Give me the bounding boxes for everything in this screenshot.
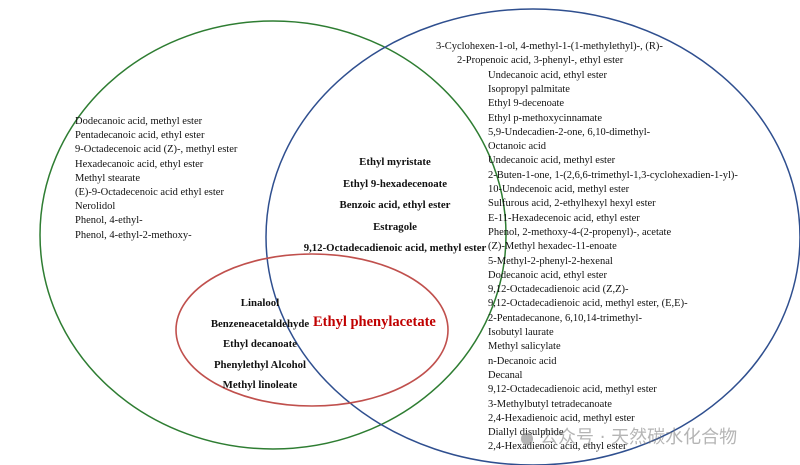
compound-label: Dodecanoic acid, ethyl ester [488,269,607,281]
compound-label: (E)-9-Octadecenoic acid ethyl ester [75,187,224,198]
compound-label: 3-Methylbutyl tetradecanoate [488,398,612,410]
compound-label: 9,12-Octadecadienoic acid, methyl ester [303,242,487,254]
compound-label: Benzeneacetaldehyde [210,317,310,330]
left-circle [39,20,507,450]
compound-label: Linalool [240,297,280,309]
compound-label: Benzoic acid, ethyl ester [339,199,451,211]
compound-label: Ethyl 9-decenoate [488,98,565,110]
compound-label: Methyl stearate [75,172,141,184]
compound-label: Nerolidol [75,201,116,213]
compound-label: Ethyl p-methoxycinnamate [488,112,603,124]
center-all-label: Ethyl phenylacetate [313,314,436,330]
compound-label: Decanal [488,369,523,381]
compound-label: Ethyl decanoate [222,338,298,350]
compound-label: E-11-Hexadecenoic acid, ethyl ester [488,212,640,224]
bottom-ellipse [175,253,449,407]
compound-label: Dodecanoic acid, methyl ester [75,116,203,127]
watermark: ● 公众号 · 天然碳水化合物 [520,423,737,449]
compound-label: Estragole [373,220,417,233]
compound-label: Undecanoic acid, methyl ester [488,155,616,167]
compound-label: Phenol, 4-ethyl-2-methoxy- [75,229,192,241]
compound-label: Octanoic acid [488,141,547,153]
compound-label: Isobutyl laurate [488,327,554,338]
compound-label: 2-Propenoic acid, 3-phenyl-, ethyl ester [457,55,624,67]
compound-label: Methyl linoleate [222,379,298,391]
compound-label: 2,4-Hexadienoic acid, ethyl ester [488,441,627,453]
compound-label: (Z)-Methyl hexadec-11-enoate [488,241,617,253]
compound-label: 9,12-Octadecadienoic acid, methyl ester,… [488,298,688,310]
compound-label: 2,4-Hexadienoic acid, methyl ester [488,412,635,424]
right-circle [265,8,800,465]
compound-label: 2-Pentadecanone, 6,10,14-trimethyl- [488,312,642,324]
compound-label: Sulfurous acid, 2-ethylhexyl hexyl ester [488,198,656,210]
compound-label: Phenol, 4-ethyl- [75,215,143,227]
compound-label: Undecanoic acid, ethyl ester [488,69,607,81]
compound-label: n-Decanoic acid [488,355,557,367]
compound-label: 5-Methyl-2-phenyl-2-hexenal [488,255,613,267]
compound-label: 2-Buten-1-one, 1-(2,6,6-trimethyl-1,3-cy… [488,169,738,181]
compound-label: 5,9-Undecadien-2-one, 6,10-dimethyl- [488,126,651,138]
compound-label: Methyl salicylate [488,341,561,353]
compound-label: Hexadecanoic acid, ethyl ester [75,158,204,170]
compound-label: Ethyl 9-hexadecenoate [342,177,448,190]
compound-label: 10-Undecenoic acid, methyl ester [488,184,630,195]
wechat-icon: ● [520,428,534,447]
compound-label: Pentadecanoic acid, ethyl ester [75,130,205,142]
compound-label: 9,12-Octadecadienoic acid (Z,Z)- [488,284,629,296]
compound-label: Phenylethyl Alcohol [213,358,307,371]
compound-label: 3-Cyclohexen-1-ol, 4-methyl-1-(1-methyle… [436,41,663,52]
watermark-text: 公众号 · 天然碳水化合物 [539,427,738,448]
compound-label: Diallyl disulphide [488,427,564,439]
compound-label: 9,12-Octadecadienoic acid, methyl ester [488,384,657,396]
compound-label: Ethyl myristate [359,156,431,168]
compound-label: Isopropyl palmitate [488,83,570,95]
compound-label: 9-Octadecenoic acid (Z)-, methyl ester [75,144,238,156]
compound-label: Phenol, 2-methoxy-4-(2-propenyl)-, aceta… [488,226,672,238]
